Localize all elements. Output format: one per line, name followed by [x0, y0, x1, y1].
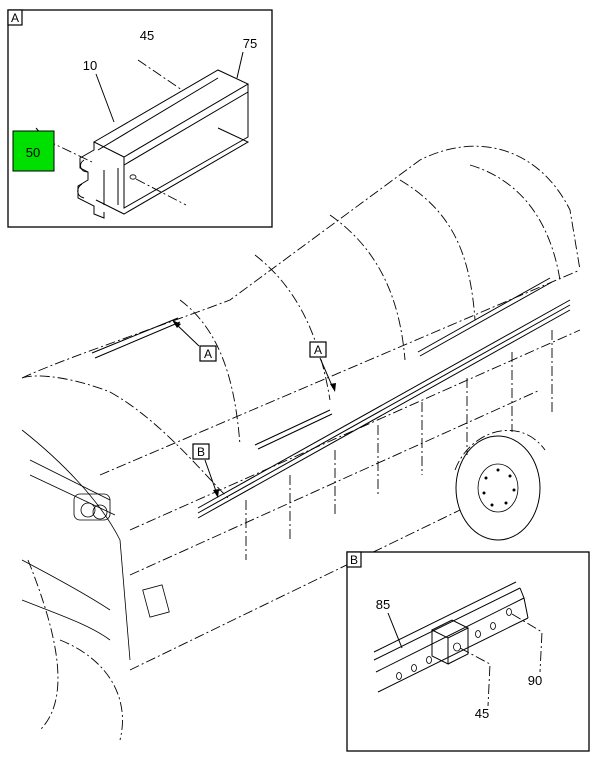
rail-extrusion-part — [77, 69, 250, 219]
detail-a-title: A — [11, 11, 19, 25]
bus-flag-b: B — [192, 443, 219, 498]
detail-b-title: B — [350, 553, 358, 567]
callout-75: 75 — [243, 36, 257, 51]
bus-flag-a-left: A — [172, 320, 217, 362]
bus-illustration — [21, 145, 581, 741]
callout-45-b: 45 — [475, 706, 489, 721]
callout-50: 50 — [26, 145, 40, 160]
callout-45-a: 45 — [140, 28, 154, 43]
detail-b-panel: B 85 90 45 — [346, 551, 590, 752]
bus-flag-a-right: A — [309, 341, 336, 392]
wheel-lug-nuts — [482, 468, 516, 507]
flag-b-label: B — [197, 445, 205, 459]
callout-10: 10 — [83, 58, 97, 73]
detail-a-panel: A 10 45 75 50 — [7, 9, 273, 228]
drip-rail-part — [373, 581, 529, 693]
callout-90: 90 — [528, 673, 542, 688]
highlighted-part-50[interactable]: 50 — [12, 130, 55, 172]
clip-block-part — [430, 619, 470, 665]
callout-85: 85 — [376, 597, 390, 612]
flag-a-right-label: A — [314, 343, 322, 357]
flag-a-left-label: A — [204, 347, 212, 361]
